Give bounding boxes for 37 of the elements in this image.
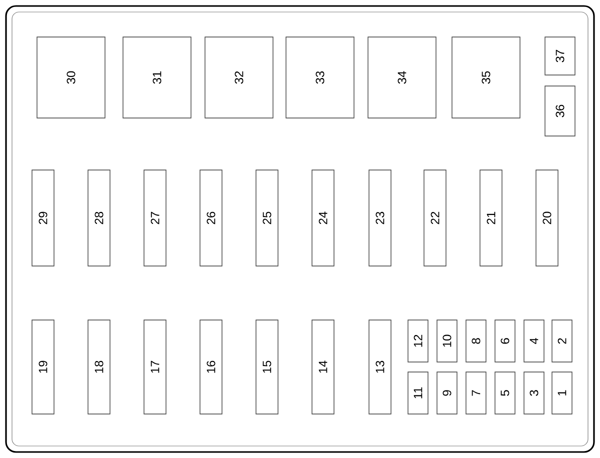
fuse-box: 9 <box>436 372 458 414</box>
fuse-box: 37 <box>544 36 576 76</box>
fuse-box: 28 <box>88 170 110 266</box>
fuse-box: 23 <box>368 170 392 266</box>
relay-box: 32 <box>204 36 274 118</box>
fuse-box: 24 <box>312 170 334 266</box>
fuse-box: 26 <box>200 170 222 266</box>
fuse-box: 3 <box>524 372 544 414</box>
fuse-box: 29 <box>32 170 54 266</box>
fuse-box: 5 <box>494 372 516 414</box>
fuse-box: 16 <box>200 320 222 414</box>
fuse-box: 4 <box>524 320 544 362</box>
fuse-box: 21 <box>480 170 502 266</box>
fuse-box: 20 <box>536 170 558 266</box>
fuse-box: 11 <box>408 372 428 414</box>
fuse-box: 36 <box>544 86 576 136</box>
fuse-box: 15 <box>256 320 278 414</box>
fuse-box: 12 <box>408 320 428 362</box>
fuse-box: 14 <box>312 320 334 414</box>
fuse-box: 17 <box>144 320 166 414</box>
fuse-box: 13 <box>368 320 392 414</box>
fuse-box: 19 <box>32 320 54 414</box>
fuse-box: 7 <box>466 372 486 414</box>
fuse-box: 6 <box>494 320 516 362</box>
fuse-box: 22 <box>424 170 446 266</box>
relay-box: 34 <box>368 36 436 118</box>
fuse-box: 25 <box>256 170 278 266</box>
fuse-box: 8 <box>466 320 486 362</box>
relay-box: 30 <box>36 36 106 118</box>
relay-box: 33 <box>286 36 354 118</box>
fuse-box: 18 <box>88 320 110 414</box>
relay-box: 35 <box>452 36 520 118</box>
relay-box: 31 <box>122 36 192 118</box>
fuse-box: 1 <box>552 372 572 414</box>
fuse-box: 27 <box>144 170 166 266</box>
fuse-box: 2 <box>552 320 572 362</box>
fuse-box: 10 <box>436 320 458 362</box>
